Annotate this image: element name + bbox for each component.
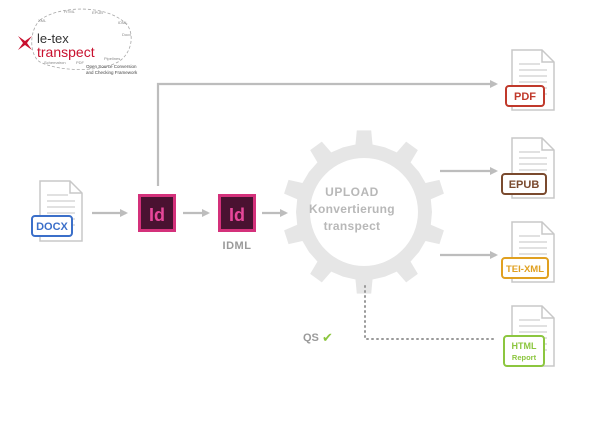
logo-ring-word: EPUB — [92, 10, 103, 15]
logo-tagline-2: and Checking Framework — [86, 70, 138, 75]
docx-document: DOCX — [31, 180, 83, 242]
html-report-label-1: HTML — [512, 341, 537, 351]
docx-label: DOCX — [36, 221, 68, 233]
tei-xml-label: TEI-XML — [506, 264, 544, 275]
arrow-indesign-to-pdf — [156, 80, 498, 186]
epub-label: EPUB — [509, 179, 540, 191]
indesign-file-2: Id — [218, 194, 256, 232]
tei-xml-output-document: TEI-XML — [501, 221, 555, 283]
flow-arrows — [92, 80, 498, 259]
logo-brand-bottom: transpect — [37, 44, 95, 60]
indesign-1-label: Id — [149, 205, 165, 225]
logo-ring-word: IDML — [118, 20, 128, 25]
gear-icon — [284, 130, 444, 294]
epub-output-document: EPUB — [501, 137, 555, 199]
indesign-2-label: Id — [229, 205, 245, 225]
logo-ring: XML HTML EPUB IDML Docx PDF Schematron P… — [31, 8, 132, 70]
gear-label-transpect: transpect — [324, 219, 381, 233]
le-tex-transpect-logo: XML HTML EPUB IDML Docx PDF Schematron P… — [18, 8, 138, 75]
logo-ring-word: Schematron — [44, 60, 66, 65]
pdf-output-document: PDF — [505, 49, 555, 111]
qs-dotted-path — [364, 285, 497, 340]
gear-label-upload: UPLOAD — [325, 185, 379, 199]
qs-indicator: QS ✔ — [303, 331, 333, 346]
logo-brand-top: le-tex — [37, 31, 69, 46]
html-report-output-document: HTML Report — [503, 305, 555, 367]
gear-label-konvertierung: Konvertierung — [309, 202, 395, 216]
logo-mark-icon — [18, 36, 32, 50]
checkmark-icon: ✔ — [322, 331, 333, 346]
logo-ring-word: Docx — [122, 32, 131, 37]
idml-label: IDML — [223, 240, 252, 252]
logo-ring-word: HTML — [64, 9, 76, 14]
indesign-file-1: Id — [138, 194, 176, 232]
tei-xml-badge — [501, 257, 549, 279]
html-report-badge — [503, 335, 545, 367]
logo-ring-word: PDF — [76, 60, 85, 65]
logo-ring-word: XML — [38, 18, 47, 23]
html-report-label-2: Report — [512, 353, 537, 362]
logo-tagline-1: Open Source Conversion — [86, 64, 137, 69]
logo-ring-word: Pipelines — [104, 56, 120, 61]
epub-badge — [501, 173, 547, 195]
pdf-label: PDF — [514, 91, 536, 103]
conversion-gear: UPLOAD Konvertierung transpect — [284, 130, 444, 294]
qs-label: QS — [303, 332, 319, 344]
pdf-badge — [505, 85, 545, 107]
docx-badge — [31, 215, 73, 237]
